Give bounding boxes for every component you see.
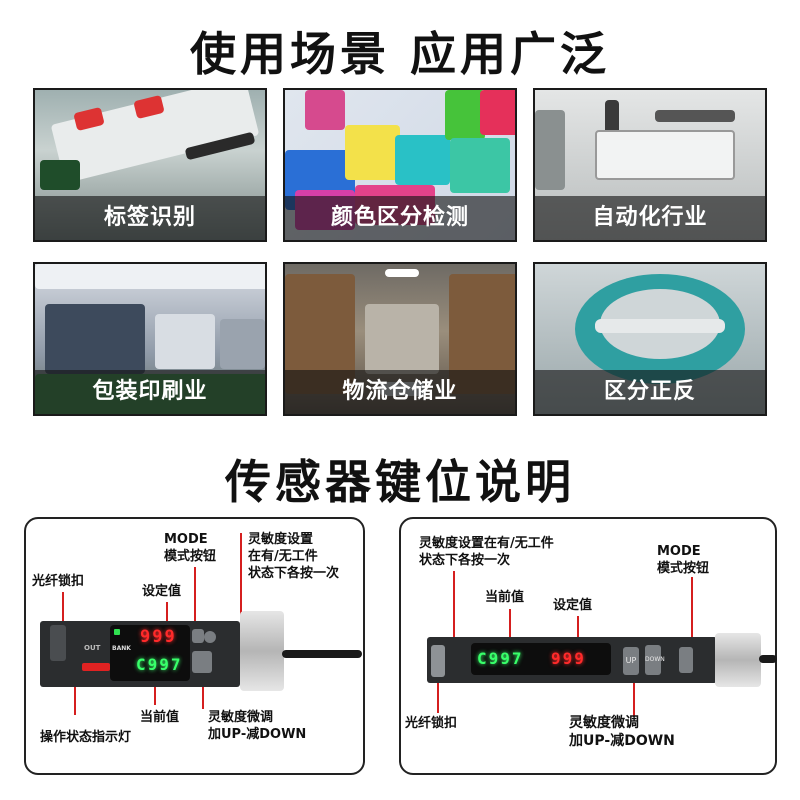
fiber-cable — [759, 655, 777, 663]
tile-label: 区分正反 — [535, 370, 765, 414]
arrow-fine-tune — [633, 679, 635, 717]
fiber-cable — [282, 650, 362, 658]
arrow-sensitivity — [453, 571, 455, 651]
sensor-key-panel-right: 灵敏度设置在有/无工件 状态下各按一次 MODE 模式按钮 当前值 设定值 C9… — [399, 517, 777, 775]
arrow-fiber-lock — [437, 677, 439, 713]
fiber-connector — [240, 611, 284, 691]
mode-button[interactable] — [679, 647, 693, 673]
arrow-sensitivity — [240, 533, 242, 637]
power-led — [114, 629, 120, 635]
arrow-set-value — [166, 602, 168, 622]
sensor-key-panel-left: MODE 模式按钮 灵敏度设置 在有/无工件 状态下各按一次 光纤锁扣 设定值 … — [24, 517, 365, 775]
sensitivity-setting-line2: 状态下各按一次 — [419, 553, 511, 568]
up-button[interactable]: UP — [623, 647, 639, 675]
sensitivity-setting-line2: 在有/无工件 — [248, 549, 318, 564]
tile-color-detection: 颜色区分检测 — [283, 88, 517, 242]
arrow-fiber-lock — [62, 592, 64, 626]
tile-label: 物流仓储业 — [285, 370, 515, 414]
fine-tune-line2: 加UP-减DOWN — [208, 727, 307, 742]
tile-label: 标签识别 — [35, 196, 265, 240]
tile-packaging-printing: 包装印刷业 — [33, 262, 267, 416]
arrow-current-value — [509, 609, 511, 647]
sensitivity-setting-line3: 状态下各按一次 — [248, 566, 340, 581]
set-value-display: 999 — [551, 649, 586, 668]
mode-desc: 模式按钮 — [164, 549, 217, 564]
mode-title: MODE — [657, 544, 701, 559]
arrow-indicator — [74, 667, 76, 715]
set-value-label: 设定值 — [553, 598, 593, 613]
arrow-set-value — [577, 616, 579, 648]
tile-label: 自动化行业 — [535, 196, 765, 240]
set-value-label: 设定值 — [142, 584, 182, 599]
arrow-mode — [691, 577, 693, 643]
sensitivity-setting-line1: 灵敏度设置 — [248, 532, 314, 547]
arrow-mode — [194, 567, 196, 627]
current-value-display: C997 — [477, 649, 524, 668]
tile-automation: 自动化行业 — [533, 88, 767, 242]
tile-label: 包装印刷业 — [35, 370, 265, 414]
fiber-lock-lever[interactable] — [431, 645, 445, 677]
tile-logistics-warehouse: 物流仓储业 — [283, 262, 517, 416]
down-button[interactable]: DOWN — [645, 645, 665, 675]
tile-front-back: 区分正反 — [533, 262, 767, 416]
tile-label: 颜色区分检测 — [285, 196, 515, 240]
arrow-current-value — [154, 669, 156, 705]
keys-heading: 传感器键位说明 — [225, 455, 575, 509]
display-window — [471, 643, 611, 675]
arrow-fine-tune — [202, 671, 204, 709]
fiber-lock-label: 光纤锁扣 — [32, 574, 85, 589]
mode-title: MODE — [164, 532, 208, 547]
tile-label-recognition: 标签识别 — [33, 88, 267, 242]
current-value-label: 当前值 — [140, 710, 180, 725]
bank-label: BANK — [112, 645, 131, 652]
out-label: OUT — [84, 644, 101, 652]
fine-tune-line1: 灵敏度微调 — [208, 710, 274, 725]
scenes-heading: 使用场景 应用广泛 — [189, 27, 610, 81]
current-value-display: C997 — [136, 655, 183, 674]
sensitivity-setting-line1: 灵敏度设置在有/无工件 — [419, 536, 554, 551]
indicator-label: 操作状态指示灯 — [40, 730, 132, 745]
fiber-connector — [715, 633, 761, 687]
fine-tune-line1: 灵敏度微调 — [569, 715, 639, 731]
fiber-lock-label: 光纤锁扣 — [405, 716, 458, 731]
current-value-label: 当前值 — [485, 590, 525, 605]
mode-button[interactable] — [192, 629, 204, 643]
mode-desc: 模式按钮 — [657, 561, 710, 576]
set-value-display: 999 — [140, 627, 177, 647]
up-down-buttons[interactable] — [192, 651, 212, 673]
display-window — [110, 625, 190, 681]
fiber-lock-lever[interactable] — [50, 625, 66, 661]
fine-tune-line2: 加UP-减DOWN — [569, 733, 675, 749]
status-indicator-leds — [82, 663, 110, 671]
set-button[interactable] — [204, 631, 216, 643]
